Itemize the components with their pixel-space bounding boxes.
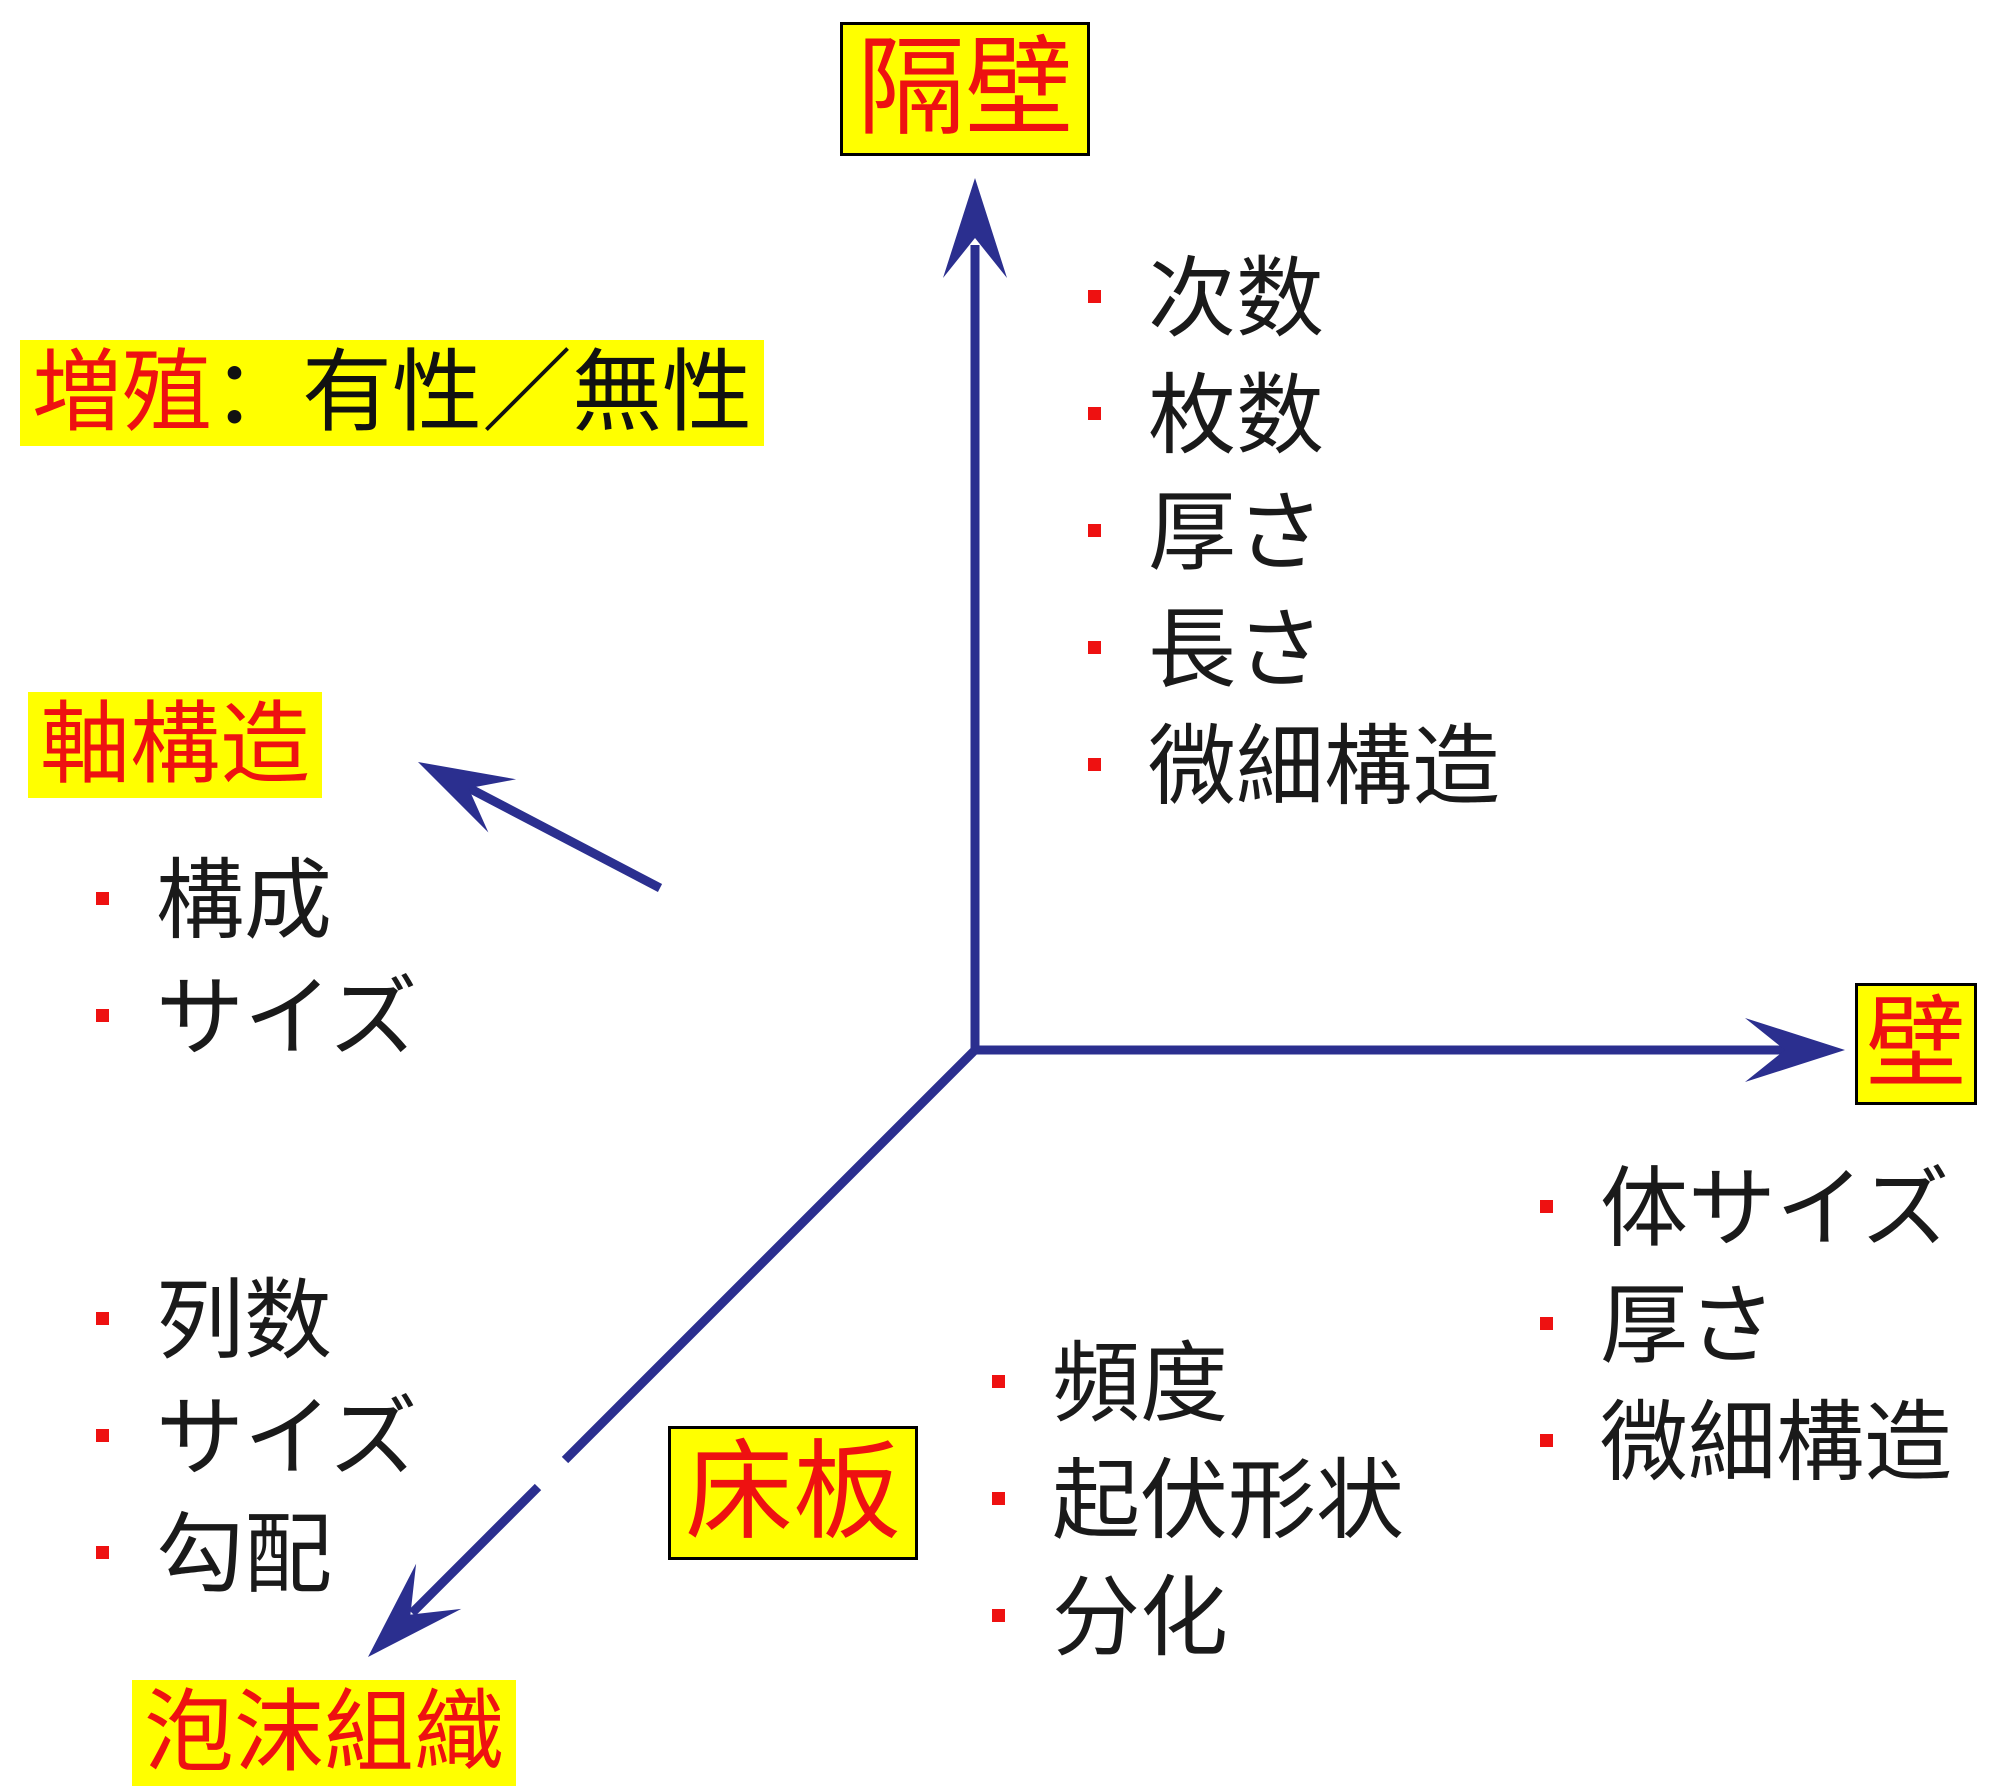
list-item: 微細構造 (1540, 1384, 1952, 1501)
floor-plate-label: 床板 (668, 1426, 919, 1560)
foam-tissue-label: 泡沫組織 (132, 1680, 516, 1786)
reproduction-head: 増殖 (32, 340, 212, 445)
list-item: 分化 (992, 1559, 1404, 1676)
septum-list: 次数 枚数 厚さ 長さ 微細構造 (1088, 240, 1500, 825)
axial-arrowhead (418, 762, 517, 833)
wall-label: 壁 (1855, 983, 1977, 1105)
list-item: 長さ (1088, 591, 1500, 708)
list-item: 列数 (96, 1262, 417, 1379)
septum-arrowhead (943, 178, 1007, 278)
list-item: サイズ (96, 1379, 417, 1496)
list-item: 厚さ (1088, 474, 1500, 591)
floor-plate-list: 頻度 起伏形状 分化 (992, 1325, 1404, 1676)
wall-list: 体サイズ 厚さ 微細構造 (1540, 1150, 1952, 1501)
list-item: 微細構造 (1088, 708, 1500, 825)
list-item: 構成 (96, 842, 417, 959)
foam-axis-line-lower (408, 1483, 542, 1617)
foam-arrowhead (368, 1563, 462, 1657)
axial-structure-label: 軸構造 (28, 692, 322, 798)
list-item: 頻度 (992, 1325, 1404, 1442)
axial-structure-list: 構成 サイズ (96, 842, 417, 1076)
septum-label: 隔壁 (840, 22, 1091, 156)
axial-axis-line (462, 782, 663, 892)
wall-arrowhead (1745, 1018, 1845, 1082)
list-item: 起伏形状 (992, 1442, 1404, 1559)
list-item: 枚数 (1088, 357, 1500, 474)
reproduction-types: 有性／無性 (302, 340, 752, 445)
foam-axis-line-upper (561, 1046, 979, 1464)
reproduction-label: 増殖：有性／無性 (20, 340, 764, 446)
list-item: 勾配 (96, 1496, 417, 1613)
reproduction-separator: ： (212, 340, 302, 445)
list-item: 厚さ (1540, 1267, 1952, 1384)
list-item: サイズ (96, 959, 417, 1076)
list-item: 次数 (1088, 240, 1500, 357)
list-item: 体サイズ (1540, 1150, 1952, 1267)
foam-tissue-list: 列数 サイズ 勾配 (96, 1262, 417, 1613)
